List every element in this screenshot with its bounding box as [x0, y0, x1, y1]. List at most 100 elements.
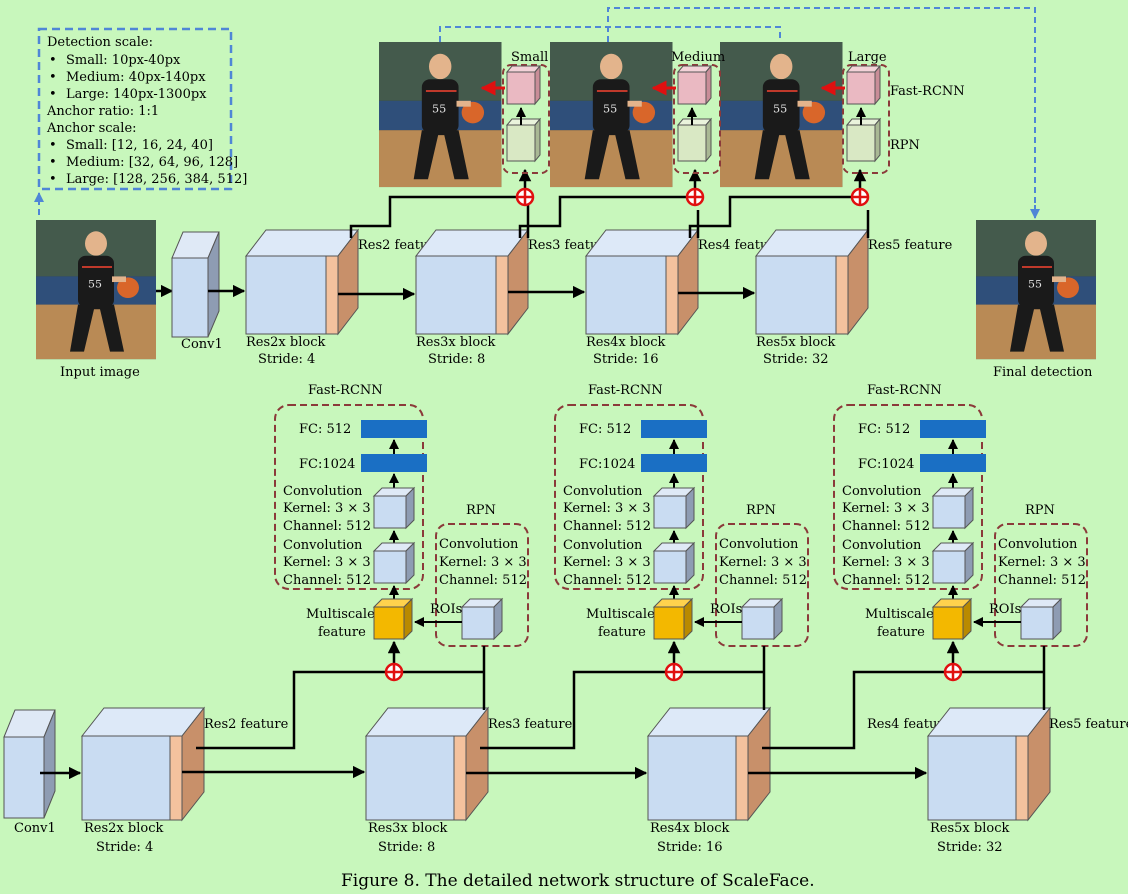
res3x-block-bottom-label: Res3x block	[368, 821, 447, 836]
legend-bullet: •	[49, 53, 57, 68]
fc-512-label: FC: 512	[299, 422, 351, 437]
res4x-block-top-label: Res4x block	[586, 335, 665, 350]
plus-node	[850, 187, 870, 207]
res2x-stride-bottom: Stride: 4	[96, 840, 153, 855]
detection-image-small	[377, 40, 503, 189]
top-flow-arrows	[338, 285, 756, 301]
rpn-cube	[460, 597, 504, 641]
rpn-title: RPN	[746, 503, 776, 518]
bottom-flow-arrows	[182, 765, 928, 780]
res4x-stride-bottom: Stride: 16	[657, 840, 723, 855]
res3-feature-bottom: Res3 feature	[488, 717, 573, 732]
conv1-top-label: Conv1	[181, 337, 223, 352]
plus-node	[515, 187, 535, 207]
final-detection-image	[975, 219, 1097, 361]
legend-detection-item: Medium: 40px-140px	[66, 70, 206, 85]
conv-channel: Channel: 512	[563, 573, 651, 588]
legend-detection-item: Large: 140px-1300px	[66, 87, 207, 102]
plus-node	[685, 187, 705, 207]
res2-feature-bottom: Res2 feature	[204, 717, 289, 732]
detail-module-res3: Fast-RCNN FC: 512 FC:1024 Convolution Ke…	[554, 383, 809, 647]
detection-image-medium	[548, 40, 674, 189]
detection-merge-arrows	[439, 7, 1036, 214]
legend-bullet: •	[49, 70, 57, 85]
rpn-title: RPN	[1025, 503, 1055, 518]
multiscale-label-2: feature	[598, 625, 646, 640]
rois-label: ROIs	[710, 602, 742, 617]
fc-512-label: FC: 512	[858, 422, 910, 437]
res5x-block-top	[754, 228, 870, 336]
conv-kernel: Kernel: 3 × 3	[563, 555, 651, 570]
fc-1024-label: FC:1024	[299, 457, 355, 472]
res5x-stride-bottom: Stride: 32	[937, 840, 1003, 855]
conv-cube	[652, 486, 696, 530]
fast-rcnn-title: Fast-RCNN	[308, 383, 383, 398]
multiscale-label: Multiscale	[306, 607, 375, 622]
legend-detection-item: Small: 10px-40px	[66, 53, 181, 68]
rpn-conv-title: Convolution	[439, 537, 519, 552]
legend-anchor-title: Anchor scale:	[46, 121, 137, 136]
conv-cube	[372, 541, 416, 585]
fc-1024-bar	[920, 454, 986, 472]
rpn-kernel: Kernel: 3 × 3	[719, 555, 807, 570]
fast-rcnn-title: Fast-RCNN	[867, 383, 942, 398]
legend-anchor-item: Large: [128, 256, 384, 512]	[66, 172, 247, 187]
rpn-kernel: Kernel: 3 × 3	[439, 555, 527, 570]
conv-channel: Channel: 512	[283, 573, 371, 588]
rpn-title: RPN	[466, 503, 496, 518]
rois-label: ROIs	[430, 602, 462, 617]
conv-kernel: Kernel: 3 × 3	[563, 501, 651, 516]
conv1-bottom	[3, 709, 56, 819]
legend-anchor-item: Small: [12, 16, 24, 40]	[66, 138, 213, 153]
res2x-stride-top: Stride: 4	[258, 352, 315, 367]
fc-1024-bar	[361, 454, 427, 472]
res4x-block-top	[584, 228, 700, 336]
plus-node	[943, 662, 963, 682]
conv-channel: Channel: 512	[842, 519, 930, 534]
detection-image-large	[718, 40, 844, 189]
conv-kernel: Kernel: 3 × 3	[842, 501, 930, 516]
rpn-conv-title: Convolution	[719, 537, 799, 552]
res4-feature-bottom: Res4 feature	[867, 717, 952, 732]
rpn-kernel: Kernel: 3 × 3	[998, 555, 1086, 570]
detail-module-res4: Fast-RCNN FC: 512 FC:1024 Convolution Ke…	[833, 383, 1088, 647]
conv-kernel: Kernel: 3 × 3	[283, 555, 371, 570]
legend-bullet: •	[49, 138, 57, 153]
conv-cube	[931, 486, 975, 530]
res3x-block-top-label: Res3x block	[416, 335, 495, 350]
head-rpn-label: RPN	[890, 138, 920, 153]
figure-caption: Figure 8. The detailed network structure…	[341, 871, 815, 890]
conv-kernel: Kernel: 3 × 3	[842, 555, 930, 570]
rpn-channel: Channel: 512	[719, 573, 807, 588]
res5x-block-bottom-label: Res5x block	[930, 821, 1009, 836]
multiscale-label-2: feature	[318, 625, 366, 640]
plus-node	[384, 662, 404, 682]
conv-title: Convolution	[283, 484, 363, 499]
plus-node	[664, 662, 684, 682]
res5-feature-top: Res5 feature	[868, 238, 953, 253]
fc-1024-bar	[641, 454, 707, 472]
legend-bullet: •	[49, 155, 57, 170]
res2x-block-top-label: Res2x block	[246, 335, 325, 350]
legend-box	[37, 27, 233, 191]
conv-cube	[372, 486, 416, 530]
rpn-channel: Channel: 512	[439, 573, 527, 588]
legend-anchor-item: Medium: [32, 64, 96, 128]	[66, 155, 238, 170]
legend-bullet: •	[49, 172, 57, 187]
conv-cube	[652, 541, 696, 585]
res5x-block-bottom	[926, 706, 1052, 822]
res3x-stride-top: Stride: 8	[428, 352, 485, 367]
conv-kernel: Kernel: 3 × 3	[283, 501, 371, 516]
res2x-block-bottom-label: Res2x block	[84, 821, 163, 836]
rpn-cube	[740, 597, 784, 641]
scale-small-label: Small	[511, 50, 548, 65]
scale-medium-label: Medium	[671, 50, 725, 65]
legend-anchor-ratio: Anchor ratio: 1:1	[46, 104, 159, 119]
head-large	[820, 64, 890, 174]
res5x-block-top-label: Res5x block	[756, 335, 835, 350]
fc-1024-label: FC:1024	[858, 457, 914, 472]
res3x-stride-bottom: Stride: 8	[378, 840, 435, 855]
rpn-cube	[1019, 597, 1063, 641]
res2x-block-bottom	[80, 706, 206, 822]
legend-detection-title: Detection scale:	[47, 35, 153, 50]
